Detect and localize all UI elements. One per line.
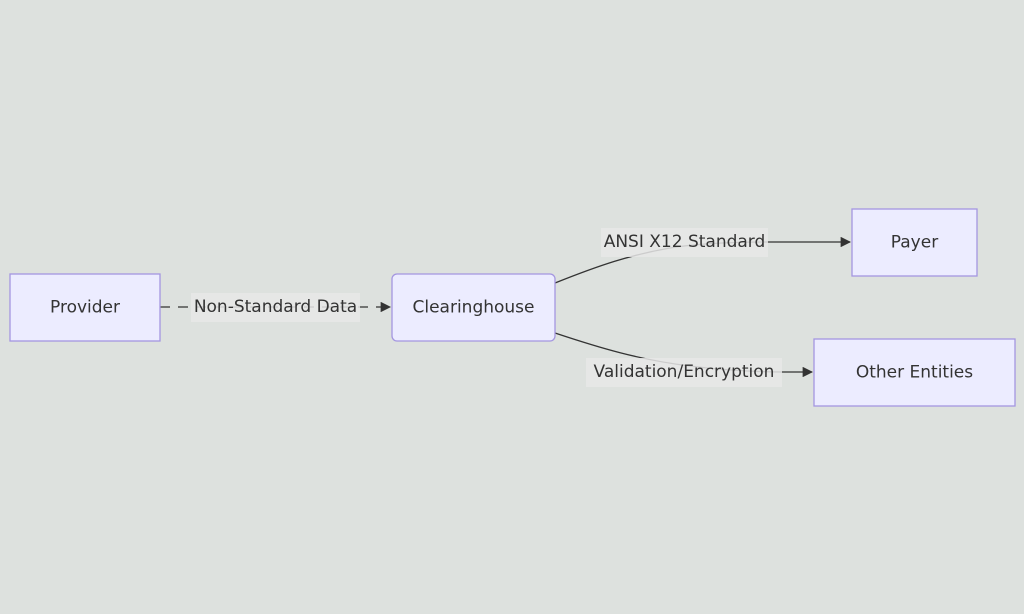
edge-label: ANSI X12 Standard (604, 232, 766, 252)
edge-clearinghouse-other: Validation/Encryption (554, 332, 814, 387)
edge-clearinghouse-payer: ANSI X12 Standard (554, 228, 852, 284)
edge-label: Non-Standard Data (194, 297, 357, 317)
node-label: Other Entities (856, 363, 973, 383)
edge-label-bg (191, 293, 360, 322)
edge-label: Validation/Encryption (594, 362, 775, 382)
node-label: Clearinghouse (412, 298, 534, 318)
edge-label-bg (586, 358, 782, 387)
node-clearinghouse[interactable]: Clearinghouse (391, 273, 556, 342)
edge-label-bg (601, 228, 768, 257)
node-label: Provider (50, 298, 120, 318)
node-provider[interactable]: Provider (9, 273, 161, 342)
node-other-entities[interactable]: Other Entities (813, 338, 1016, 407)
node-label: Payer (891, 233, 938, 253)
node-payer[interactable]: Payer (851, 208, 978, 277)
edge-provider-clearinghouse: Non-Standard Data (160, 293, 392, 322)
